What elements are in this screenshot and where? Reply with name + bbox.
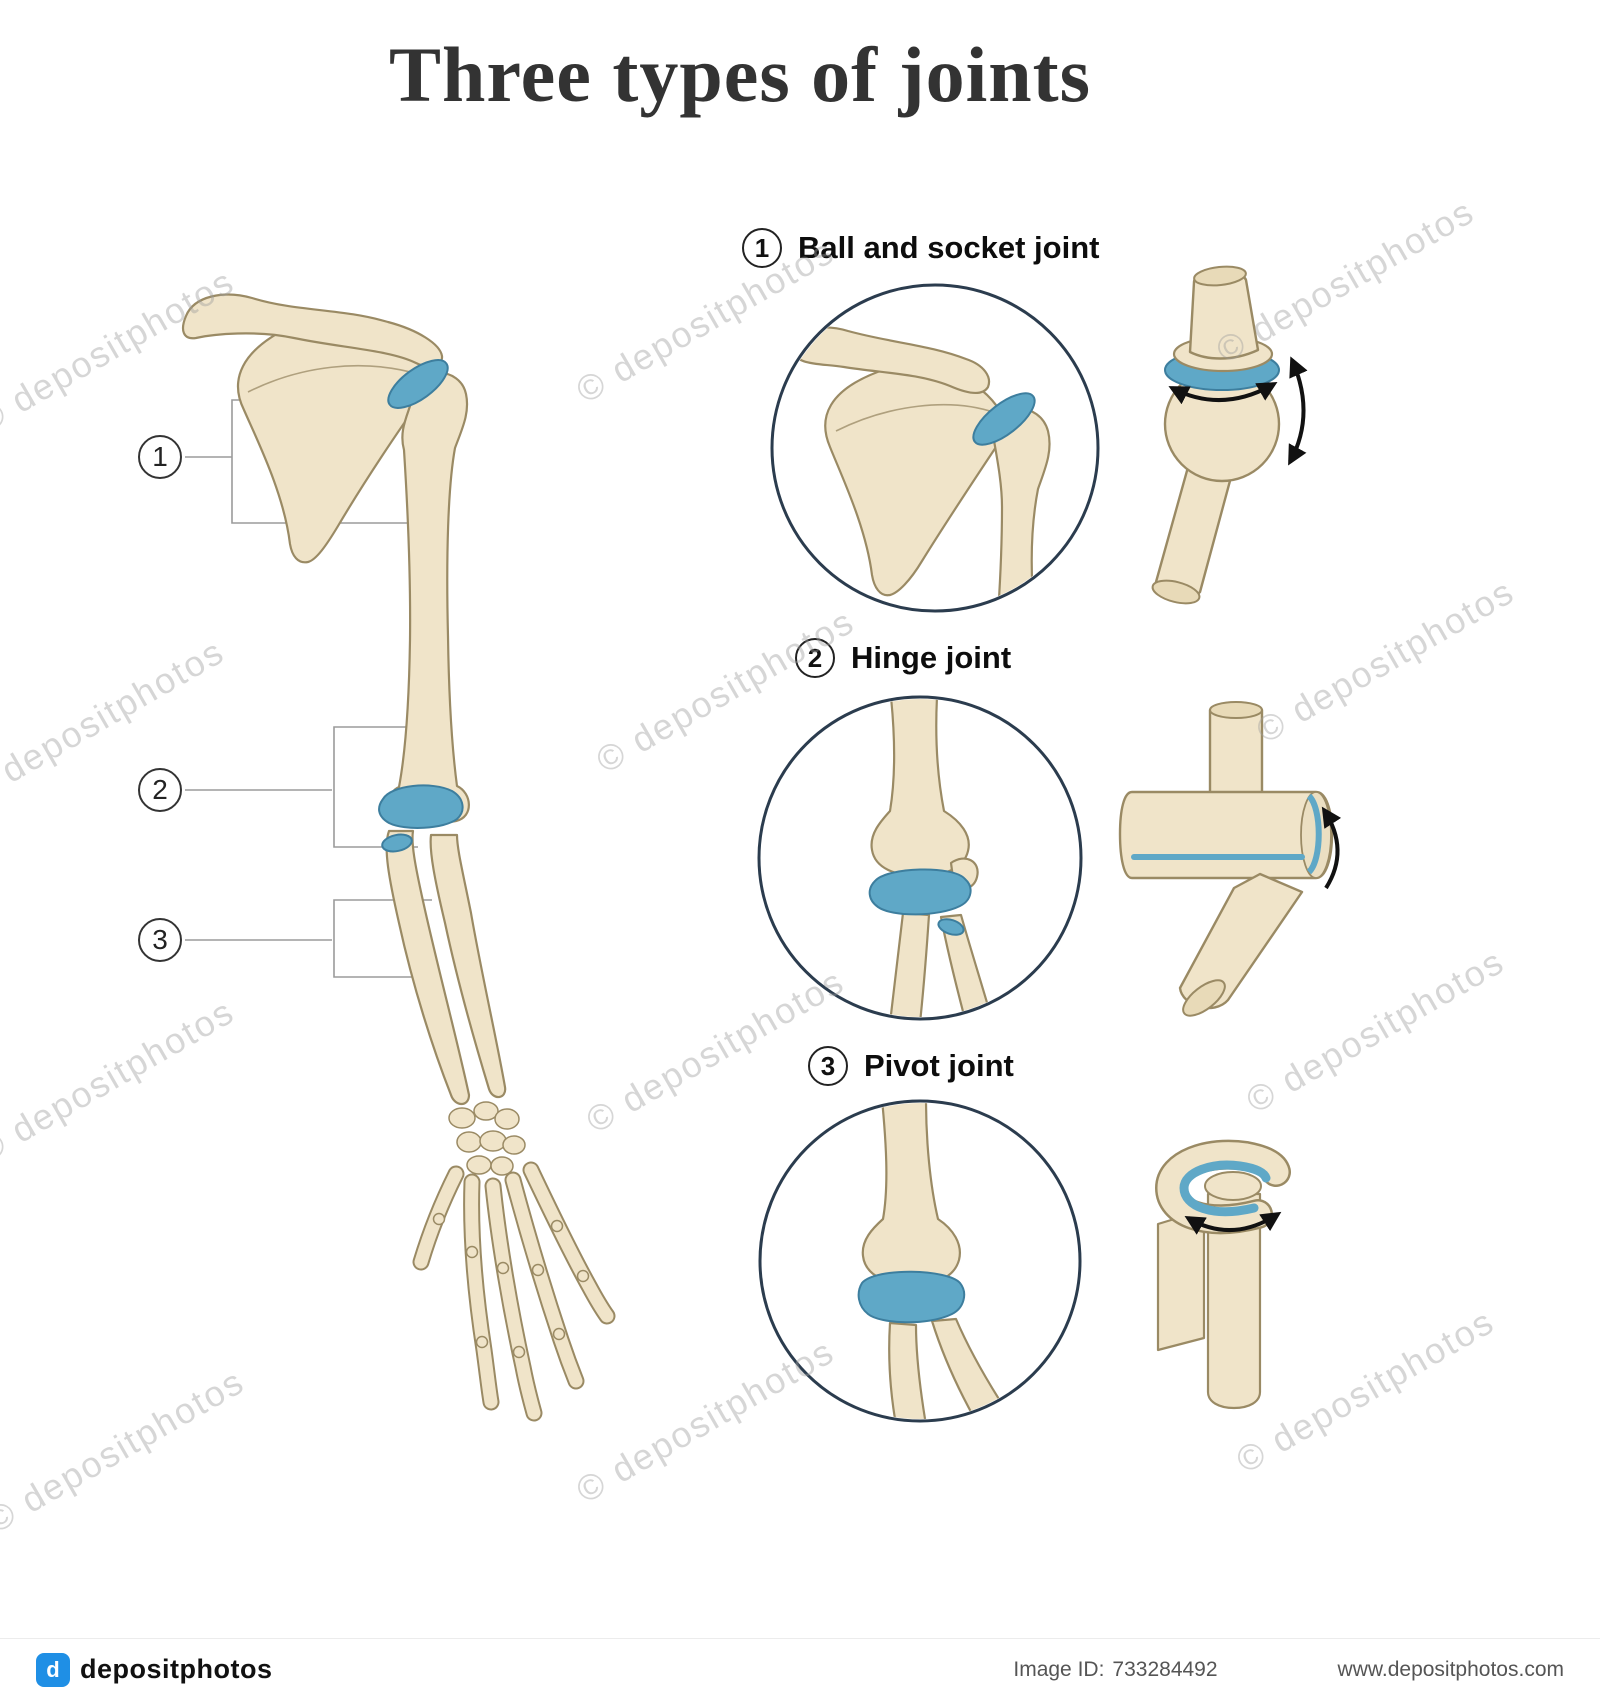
carpal-bones <box>448 1101 526 1176</box>
arm-skeleton-illustration <box>181 293 616 1422</box>
arm-label-3-number: 3 <box>152 924 168 955</box>
hinge-zoom-illustration <box>757 695 1083 1021</box>
rotation-arrow-horizontal <box>1168 382 1278 405</box>
shoulder-joint-cartilage <box>387 359 449 409</box>
page-title: Three types of joints <box>388 31 1091 118</box>
radioulnar-joint-cartilage <box>381 833 413 853</box>
zoom-shoulder-cartilage <box>972 392 1036 446</box>
arm-label-badge-3: 3 <box>138 918 182 962</box>
finger-bones <box>412 1161 616 1422</box>
zoom-ulna <box>888 911 931 1017</box>
ball-and-socket-zoom-illustration <box>770 283 1100 613</box>
hinge-schematic <box>1118 701 1342 1017</box>
section-header-hinge: 2 Hinge joint <box>795 638 1011 678</box>
arm-label-badge-2: 2 <box>138 768 182 812</box>
schematic-peg-top <box>1204 1171 1262 1201</box>
section-2-title: Hinge joint <box>851 640 1012 675</box>
arm-label-1-number: 1 <box>152 441 168 472</box>
knuckle-joints <box>432 1212 590 1359</box>
image-id-value: 733284492 <box>1112 1657 1218 1681</box>
footer-bar: d depositphotos Image ID: 733284492 www.… <box>0 1638 1600 1700</box>
zoom-ulna <box>888 1321 928 1419</box>
image-id: Image ID: 733284492 <box>1013 1658 1217 1682</box>
pivot-rotation-arrow <box>1184 1211 1282 1235</box>
section-1-title: Ball and socket joint <box>798 230 1100 265</box>
pivot-zoom-illustration <box>758 1099 1082 1423</box>
pivot-schematic <box>1155 1139 1291 1410</box>
arm-bones <box>181 293 616 1422</box>
schematic-hinge-cartilage-arc <box>1306 793 1322 875</box>
zoom-radius <box>939 913 995 1017</box>
ball-and-socket-schematic <box>1151 265 1308 605</box>
schematic-peg-shaft <box>1206 1192 1262 1410</box>
section-2-number-badge: 2 <box>795 638 835 678</box>
depositphotos-logo-icon: d <box>36 1652 70 1687</box>
logo-glyph: d <box>46 1656 60 1682</box>
section-header-ball-and-socket: 1 Ball and socket joint <box>742 228 1099 268</box>
scapula-spine-line <box>247 364 419 393</box>
section-3-title: Pivot joint <box>864 1048 1014 1083</box>
zoom-elbow-cartilage <box>868 868 972 916</box>
schematic-ring-cartilage <box>1179 1160 1271 1216</box>
image-id-label: Image ID: <box>1013 1657 1105 1681</box>
section-3-number-badge: 3 <box>808 1046 848 1086</box>
schematic-upper-bone <box>1208 708 1264 796</box>
arm-label-2-number: 2 <box>152 774 168 805</box>
humerus-bone <box>387 371 470 825</box>
elbow-joint-cartilage <box>378 784 464 829</box>
section-header-pivot: 3 Pivot joint <box>808 1046 1014 1086</box>
zoom-clavicle <box>784 326 991 395</box>
section-1-number-badge: 1 <box>742 228 782 268</box>
rotation-arrow-vertical <box>1288 356 1308 466</box>
hinge-rotation-arrow <box>1321 806 1342 890</box>
depositphotos-wordmark: depositphotos <box>80 1654 273 1684</box>
website-url: www.depositphotos.com <box>1337 1657 1564 1681</box>
radius-bone <box>429 833 507 1099</box>
depositphotos-logo: d depositphotos <box>36 1652 273 1687</box>
ulna-bone <box>385 829 471 1106</box>
zoom-radial-cartilage <box>937 918 965 936</box>
zoom-humerus <box>990 407 1051 609</box>
arm-label-badge-1: 1 <box>138 435 182 479</box>
zoom-pivot-cartilage <box>857 1270 966 1324</box>
